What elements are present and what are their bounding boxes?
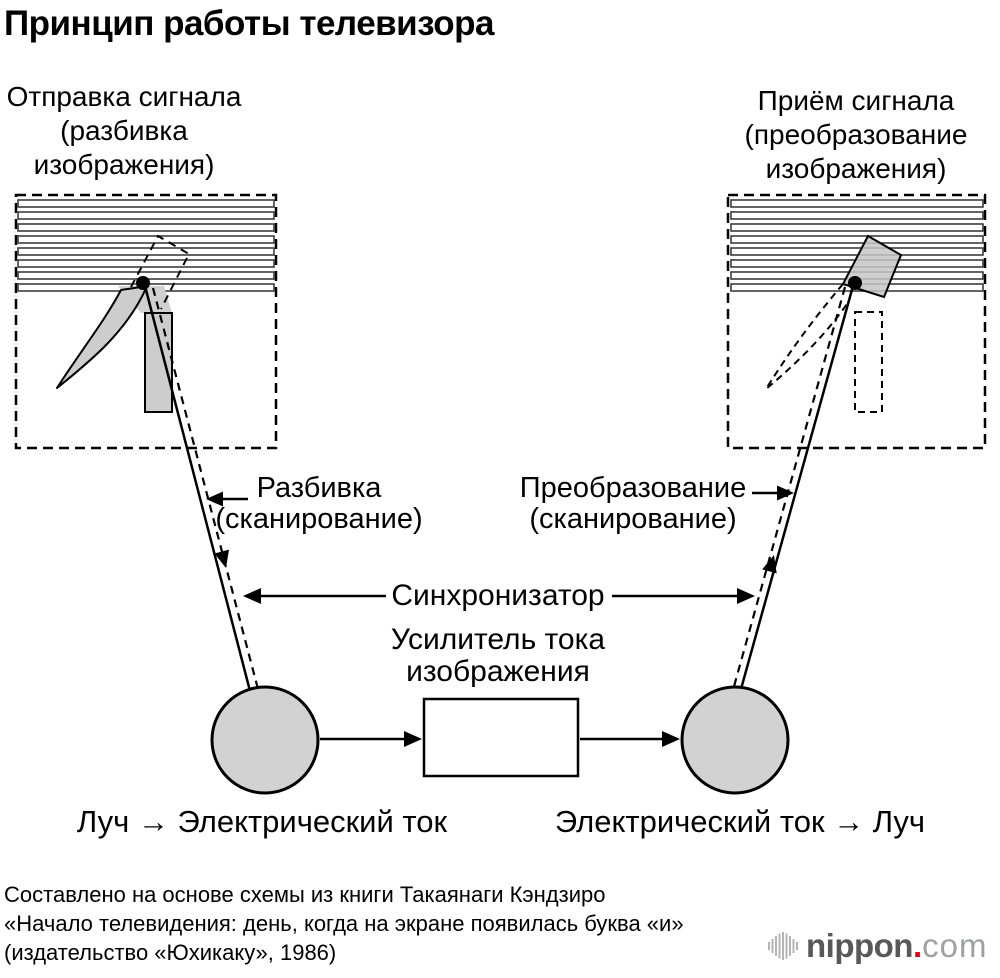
attribution-line3: (издательство «Юхикаку», 1986) (4, 940, 337, 965)
amplifier-label-line1: Усилитель тока (390, 623, 606, 656)
left-header-line1: Отправка сигнала (6, 81, 242, 112)
convert-label-line2: (сканирование) (529, 503, 737, 535)
right-header-line1: Приём сигнала (757, 85, 955, 116)
convert-label-line1: Преобразование (519, 472, 747, 504)
page-title: Принцип работы телевизора (4, 4, 494, 43)
left-deflector-rect (144, 312, 173, 413)
amplifier-label-line2: изображения (406, 655, 590, 688)
right-header: Приём сигнала (преобразование изображени… (745, 84, 968, 186)
receiver-screen-box (726, 193, 987, 450)
sync-arrow-left (243, 588, 386, 604)
right-beam-ghost-outline (765, 283, 850, 390)
soundwave-icon (768, 932, 798, 960)
right-beam-spot-dot (848, 276, 862, 290)
transmitter-screen-box (14, 193, 278, 450)
attribution-line1: Составлено на основе схемы из книги Така… (4, 882, 606, 907)
right-caption: Электрический ток → Луч (554, 804, 926, 839)
amplifier-label: Усилитель тока изображения (391, 624, 605, 688)
right-beam-line-solid (739, 285, 855, 690)
right-beam-direction-arrowhead (762, 555, 777, 574)
right-deflector-ghost-rect (854, 311, 883, 413)
picture-tube-circle (680, 685, 790, 795)
convert-pointer-arrow (752, 485, 794, 501)
split-label: Разбивка (сканирование) (215, 473, 422, 535)
attribution: Составлено на основе схемы из книги Така… (4, 880, 684, 967)
left-scanning-beam-shape (56, 285, 148, 389)
left-beam-ghost-outline (130, 234, 191, 310)
sync-arrow-right (612, 588, 755, 604)
right-beam-line-dashed (731, 286, 847, 691)
left-header: Отправка сигнала (разбивка изображения) (7, 80, 242, 182)
left-header-line3: изображения) (33, 149, 215, 180)
left-caption: Луч → Электрический ток (76, 804, 448, 839)
logo-red-dot: . (912, 927, 923, 964)
flow-arrow-right (580, 731, 680, 747)
nippon-logo: nippon.com (768, 927, 987, 965)
flow-arrow-left (320, 731, 422, 747)
right-header-line3: изображения) (765, 153, 947, 184)
right-header-line2: (преобразование (744, 119, 968, 150)
amplifier-box (422, 697, 580, 778)
attribution-line2: «Начало телевидения: день, когда на экра… (4, 911, 684, 936)
left-header-line2: (разбивка (60, 115, 188, 146)
split-label-line1: Разбивка (256, 472, 382, 504)
convert-label: Преобразование (сканирование) (520, 473, 746, 535)
left-beam-spot-dot (136, 276, 150, 290)
logo-brand-text: nippon (806, 927, 913, 964)
left-beam-line-solid (143, 285, 252, 692)
sync-label: Синхронизатор (391, 579, 605, 612)
split-pointer-arrow (206, 491, 248, 507)
left-beam-direction-arrowhead (214, 549, 229, 568)
camera-tube-circle (210, 685, 320, 795)
logo-tld-text: com (922, 927, 988, 964)
split-label-line2: (сканирование) (215, 503, 423, 535)
